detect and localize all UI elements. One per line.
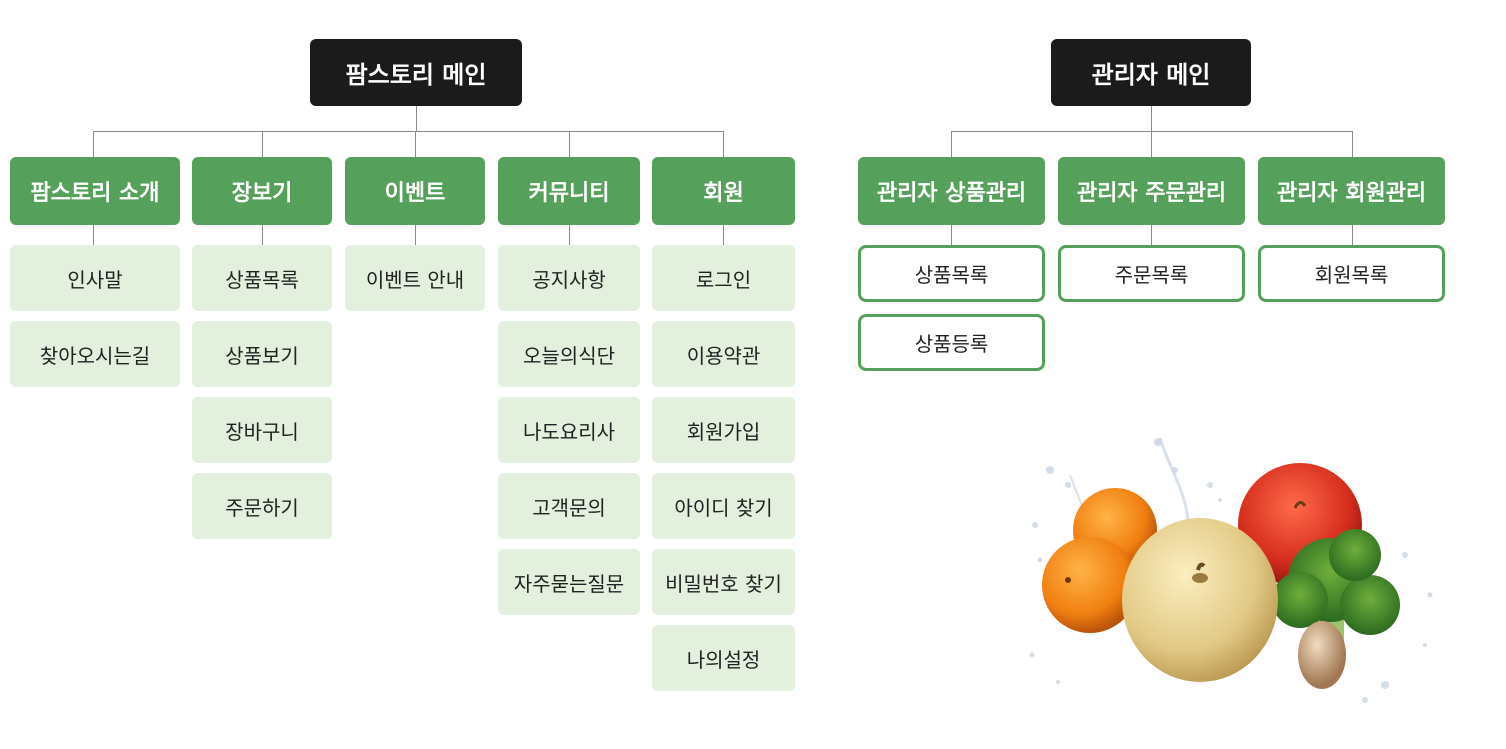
menu-item-cart[interactable]: 장바구니 — [192, 397, 332, 463]
menu-item-login[interactable]: 로그인 — [652, 245, 795, 311]
water-splash — [1029, 438, 1433, 703]
menu-item-event-info[interactable]: 이벤트 안내 — [345, 245, 485, 311]
connector-line — [569, 225, 570, 245]
connector-line — [416, 106, 417, 132]
menu-item-todays-menu[interactable]: 오늘의식단 — [498, 321, 640, 387]
admin-item-product-register[interactable]: 상품등록 — [858, 314, 1045, 371]
connector-line — [415, 225, 416, 245]
category-admin-products[interactable]: 관리자 상품관리 — [858, 157, 1045, 225]
connector-line — [1151, 131, 1152, 157]
connector-line — [1352, 225, 1353, 245]
menu-item-greeting[interactable]: 인사말 — [10, 245, 180, 311]
menu-item-product-view[interactable]: 상품보기 — [192, 321, 332, 387]
connector-line — [1151, 225, 1152, 245]
connector-line — [93, 225, 94, 245]
connector-line — [569, 131, 570, 157]
admin-item-member-list[interactable]: 회원목록 — [1258, 245, 1445, 302]
menu-item-customer-inquiry[interactable]: 고객문의 — [498, 473, 640, 539]
connector-line — [1151, 106, 1152, 132]
connector-line — [93, 131, 724, 132]
connector-line — [262, 131, 263, 157]
connector-line — [723, 225, 724, 245]
category-member[interactable]: 회원 — [652, 157, 795, 225]
menu-item-terms[interactable]: 이용약관 — [652, 321, 795, 387]
category-event[interactable]: 이벤트 — [345, 157, 485, 225]
connector-line — [951, 225, 952, 245]
menu-item-order[interactable]: 주문하기 — [192, 473, 332, 539]
connector-line — [93, 131, 94, 157]
menu-item-notice[interactable]: 공지사항 — [498, 245, 640, 311]
menu-item-product-list[interactable]: 상품목록 — [192, 245, 332, 311]
admin-root-node[interactable]: 관리자 메인 — [1051, 39, 1251, 106]
menu-item-my-settings[interactable]: 나의설정 — [652, 625, 795, 691]
connector-line — [262, 225, 263, 245]
menu-item-me-too-chef[interactable]: 나도요리사 — [498, 397, 640, 463]
category-community[interactable]: 커뮤니티 — [498, 157, 640, 225]
category-admin-members[interactable]: 관리자 회원관리 — [1258, 157, 1445, 225]
menu-item-faq[interactable]: 자주묻는질문 — [498, 549, 640, 615]
menu-item-directions[interactable]: 찾아오시는길 — [10, 321, 180, 387]
menu-item-signup[interactable]: 회원가입 — [652, 397, 795, 463]
connector-line — [415, 131, 416, 157]
connector-line — [951, 131, 952, 157]
admin-item-order-list[interactable]: 주문목록 — [1058, 245, 1245, 302]
menu-item-find-id[interactable]: 아이디 찾기 — [652, 473, 795, 539]
admin-item-product-list[interactable]: 상품목록 — [858, 245, 1045, 302]
category-farmstory-intro[interactable]: 팜스토리 소개 — [10, 157, 180, 225]
site-root-node[interactable]: 팜스토리 메인 — [310, 39, 522, 106]
fruit-vegetable-illustration — [1029, 437, 1433, 703]
category-admin-orders[interactable]: 관리자 주문관리 — [1058, 157, 1245, 225]
connector-line — [723, 131, 724, 157]
menu-item-find-password[interactable]: 비밀번호 찾기 — [652, 549, 795, 615]
connector-line — [1352, 131, 1353, 157]
category-shopping[interactable]: 장보기 — [192, 157, 332, 225]
